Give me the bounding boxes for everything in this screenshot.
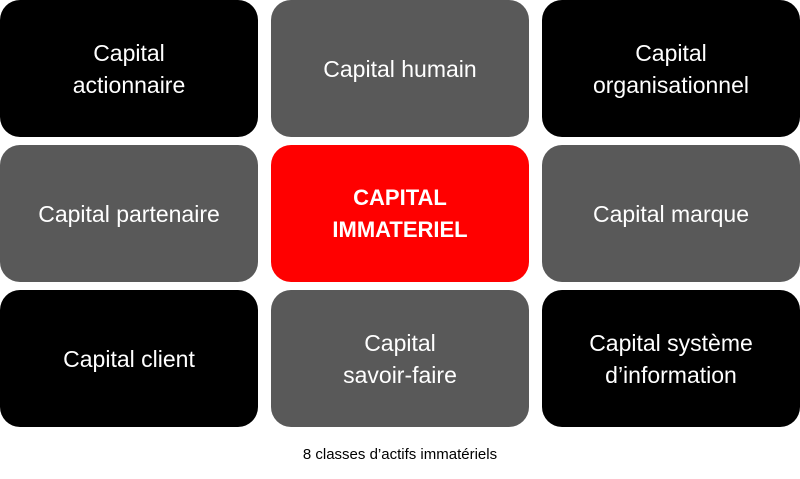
box-label: Capital humain [323, 55, 477, 82]
box-label: Capital client [63, 345, 195, 372]
box-label: Capital savoir-faire [343, 329, 457, 388]
box-label: Capital actionnaire [72, 39, 186, 98]
box-capital-client: Capital client [0, 290, 258, 427]
box-capital-humain: Capital humain [271, 0, 529, 137]
capital-grid: Capital actionnaire Capital humain Capit… [0, 0, 800, 427]
box-capital-marque: Capital marque [542, 145, 800, 282]
box-label: Capital système d’information [589, 329, 753, 388]
box-capital-immateriel: CAPITAL IMMATERIEL [271, 145, 529, 282]
box-capital-actionnaire: Capital actionnaire [0, 0, 258, 137]
box-label: Capital organisationnel [592, 39, 749, 98]
box-label: Capital partenaire [38, 200, 220, 227]
caption: 8 classes d’actifs immatériels [302, 446, 498, 463]
box-capital-organisationnel: Capital organisationnel [542, 0, 800, 137]
box-label: Capital marque [593, 200, 749, 227]
box-capital-systeme-information: Capital système d’information [542, 290, 800, 427]
box-capital-partenaire: Capital partenaire [0, 145, 258, 282]
box-label: CAPITAL IMMATERIEL [332, 184, 468, 242]
box-capital-savoir-faire: Capital savoir-faire [271, 290, 529, 427]
